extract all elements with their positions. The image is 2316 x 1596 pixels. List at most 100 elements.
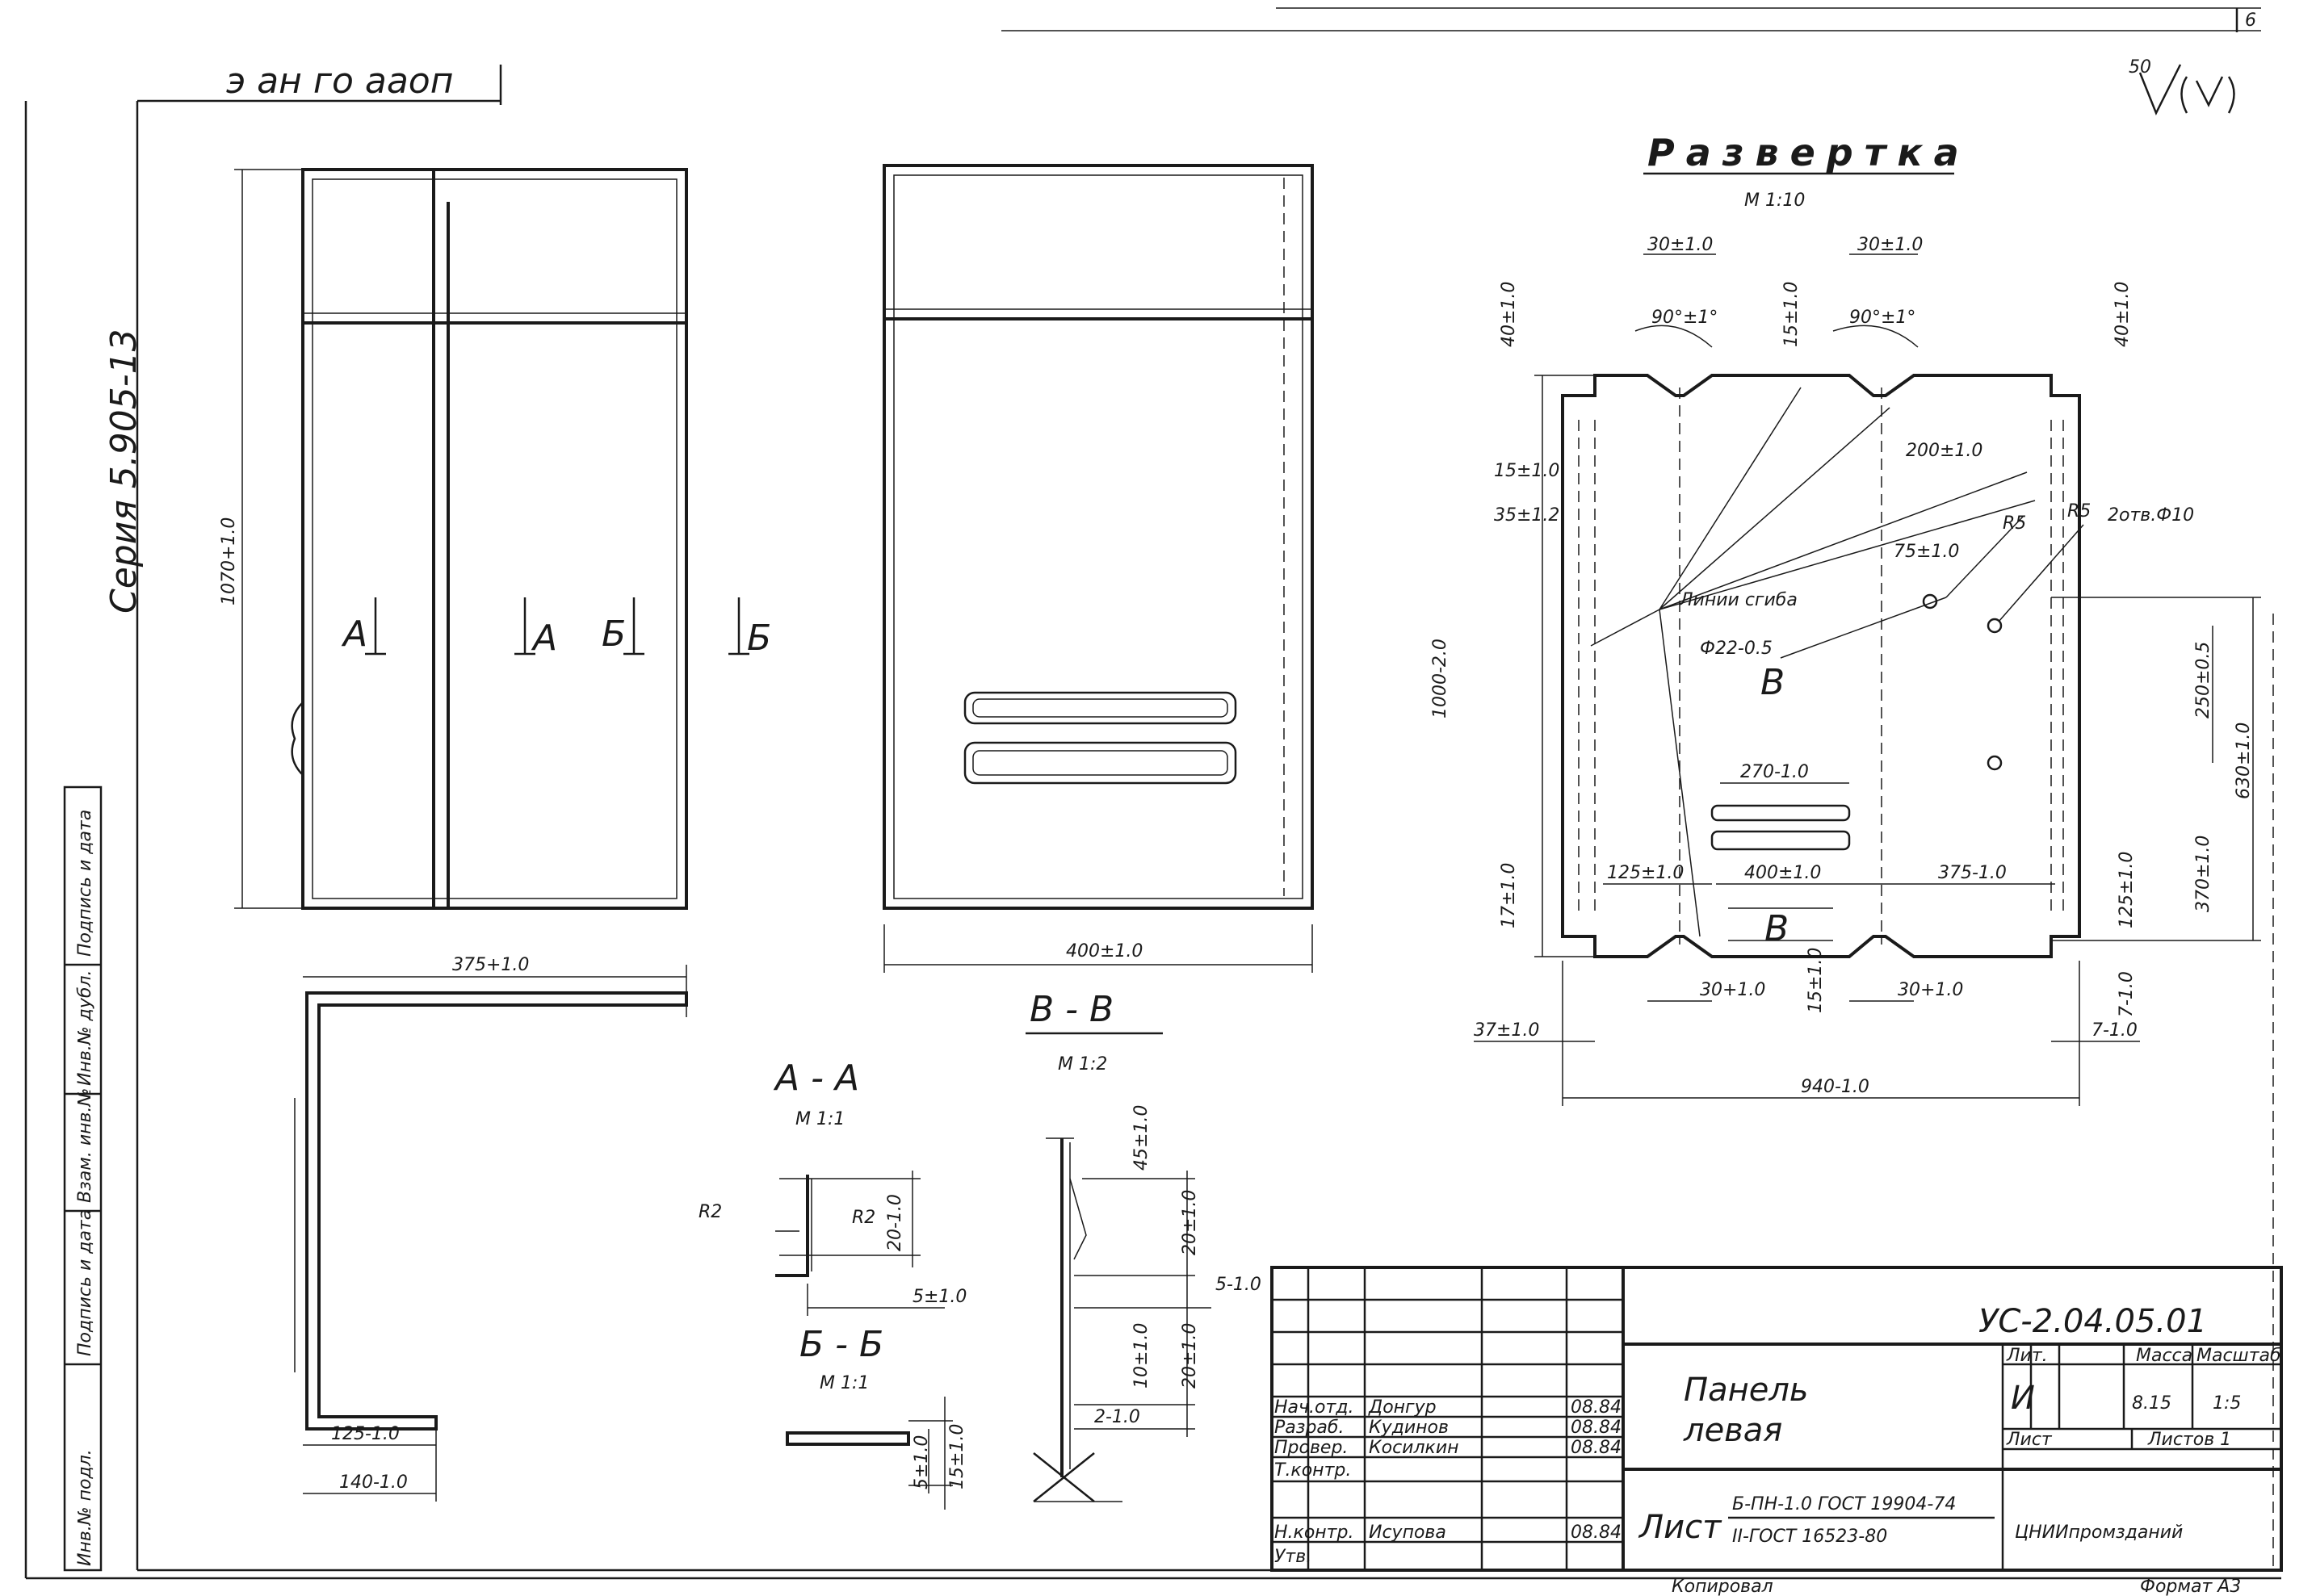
tb-date-1: 08.84 [1571,1418,1622,1438]
section-vv-d3: 5-1.0 [1215,1275,1261,1295]
section-bb-title: Б - Б [799,1324,883,1365]
section-aa-title: А - А [773,1058,859,1099]
section-a-left: А [341,614,367,655]
dev-bend-lines: Линии сгиба [1679,590,1798,610]
dev-phi22: Ф22-0.5 [1700,639,1773,659]
dev-dim-375: 375-1.0 [1938,863,2007,883]
bottom-dim-125: 125-1.0 [331,1424,400,1444]
section-bb-h1: 5±1.0 [912,1435,932,1489]
dev-bottom-15: 15±1.0 [1806,948,1826,1013]
tb-name-line1: Панель [1684,1372,1809,1409]
tb-name-2: Косилкин [1369,1438,1459,1458]
dev-left-40: 40±1.0 [1499,282,1519,347]
bottom-dim-140: 140-1.0 [339,1472,408,1493]
section-aa-r-outer: R2 [699,1202,722,1222]
section-vv-d2: 20±1.0 [1180,1190,1200,1255]
dev-dim-370: 370±1.0 [2193,836,2213,912]
section-vv-title: В - В [1030,989,1114,1030]
tb-sheet-label: Лист [2006,1430,2053,1450]
tb-name-1: Кудинов [1369,1418,1449,1438]
dev-r5: R5 [2067,501,2091,522]
tb-name-line2: левая [1683,1412,1782,1449]
tb-format: Формат А3 [2140,1577,2241,1596]
dev-dim-75: 75±1.0 [1894,542,1959,562]
tb-role-1: Разраб. [1274,1418,1344,1438]
side-view [883,164,1314,973]
left-stamp [63,785,103,1572]
dev-left-15: 15±1.0 [1494,461,1559,481]
tb-name-0: Донгур [1368,1397,1437,1418]
tb-scale: 1:5 [2213,1393,2241,1414]
dev-right-40: 40±1.0 [2113,282,2133,347]
dev-angle-right: 90°±1° [1849,308,1915,328]
tb-name-4: Исупова [1369,1523,1446,1543]
dev-left-17: 17±1.0 [1499,863,1519,928]
roughness-mark [2138,64,2235,116]
section-vv [1033,1137,1211,1502]
section-b-left: Б [602,614,626,655]
top-fragment: э ан го ааоп [226,61,454,102]
tb-role-3: Т.контр. [1274,1460,1351,1481]
tb-role-5: Утв. [1274,1547,1311,1567]
development-outline [1474,253,2261,1106]
dev-dim-200: 200±1.0 [1906,441,1982,461]
stamp-label-2: Взам. инв.№ [75,1088,95,1203]
section-b-right: Б [747,618,771,659]
dev-holes: 2отв.Ф10 [2108,505,2194,526]
dev-bottom-30-left: 30+1.0 [1700,980,1765,1000]
bottom-width-dim: 375+1.0 [452,955,529,975]
section-aa-h: 20-1.0 [885,1194,905,1251]
section-vv-d5: 20±1.0 [1180,1323,1200,1389]
tb-organization: ЦНИИпромзданий [2015,1523,2183,1543]
stamp-label-4: Подпись и дата [75,810,95,957]
dev-overall-width: 940-1.0 [1801,1077,1869,1097]
dev-dim-630: 630±1.0 [2234,723,2254,799]
tb-role-0: Нач.отд. [1274,1397,1354,1418]
section-vv-d6: 2-1.0 [1094,1407,1140,1427]
development-scale: М 1:10 [1744,191,1805,211]
stamp-label-0: Инв.№ подл. [75,1449,95,1566]
dev-bottom-30-right: 30+1.0 [1898,980,1963,1000]
tb-mass: 8.15 [2132,1393,2171,1414]
section-aa [775,1171,945,1316]
section-aa-w: 5±1.0 [913,1287,967,1307]
roughness-value: 50 [2129,57,2151,77]
tb-col-litera: Лит. [2006,1346,2048,1366]
dev-right-7: 7-1.0 [2117,971,2137,1017]
dev-left-35: 35±1.2 [1494,505,1559,526]
tb-material-line2: II-ГОСТ 16523-80 [1732,1527,1887,1547]
dev-right-7b: 7-1.0 [2092,1020,2138,1041]
dev-dim-125-left: 125±1.0 [1607,863,1684,883]
section-vv-d1: 45±1.0 [1131,1105,1152,1171]
stamp-label-1: Подпись и дата [75,1209,95,1356]
title-block [1270,1266,2283,1572]
tb-date-2: 08.84 [1571,1438,1622,1458]
section-bb [786,1397,953,1510]
section-vv-scale: М 1:2 [1058,1054,1107,1074]
development-title: Развертка [1647,131,1970,174]
bottom-view [294,965,688,1502]
tb-copied: Копировал [1672,1577,1773,1596]
tb-litera: И [2011,1380,2035,1417]
front-view [234,168,749,910]
tb-doc-code: УС-2.04.05.01 [1978,1303,2207,1340]
tb-sheets-total: Листов 1 [2147,1430,2231,1450]
section-vv-d4: 10±1.0 [1131,1323,1152,1389]
tb-role-4: Н.контр. [1274,1523,1353,1543]
dev-section-mark-bottom: В [1764,908,1789,949]
section-a-right: А [531,618,557,659]
dev-left-37: 37±1.0 [1474,1020,1539,1041]
dev-dim-250: 250±0.5 [2193,642,2213,718]
stamp-label-3: Инв.№ дубл. [75,970,95,1086]
dev-mid-15: 15±1.0 [1781,282,1802,347]
section-bb-h2: 15±1.0 [947,1424,967,1489]
tb-material-line1: Б-ПН-1.0 ГОСТ 19904-74 [1732,1494,1956,1514]
dev-r25: R5 [2003,513,2026,534]
page-number: 6 [2245,10,2256,31]
dev-dim-400: 400±1.0 [1744,863,1821,883]
dev-top-left-30: 30±1.0 [1647,235,1713,255]
tb-role-2: Провер. [1274,1438,1348,1458]
tb-col-mass: Масса [2136,1346,2192,1366]
dev-dim-270: 270-1.0 [1740,762,1809,782]
